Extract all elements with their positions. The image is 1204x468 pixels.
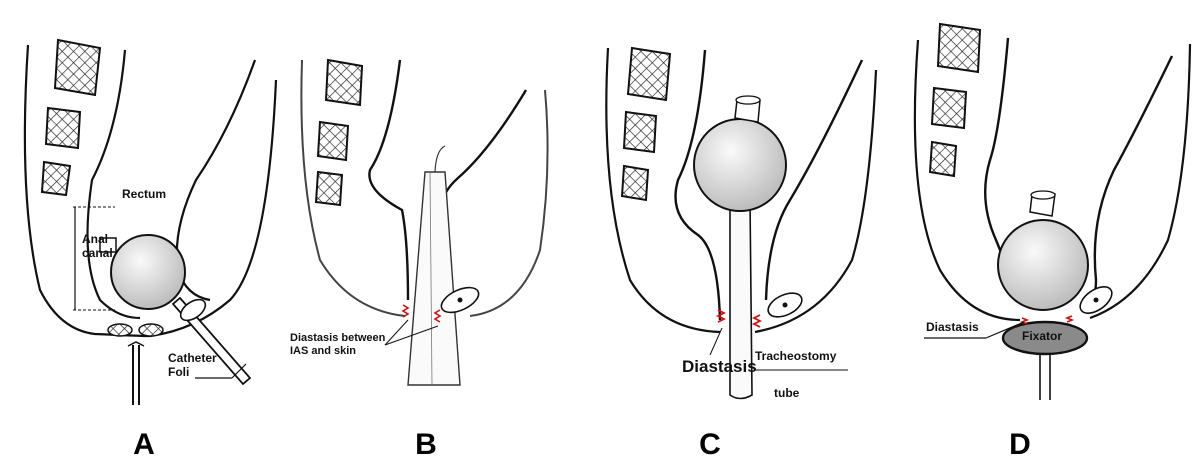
vertebra-3: [930, 142, 956, 176]
label-diastasis: Diastasis: [926, 321, 979, 335]
vertebra-1: [326, 60, 362, 105]
panel-c: Diastasis Tracheostomy tube C: [590, 0, 890, 420]
body-outer-contour-right: [755, 70, 876, 332]
panel-letter-a: A: [124, 428, 164, 462]
label-fixator: Fixator: [1022, 330, 1062, 344]
label-rectum: Rectum: [122, 188, 166, 202]
diastasis-mark-right: [1067, 316, 1072, 322]
vertebra-3: [316, 172, 342, 205]
panel-letter-c: C: [690, 428, 730, 462]
diastasis-mark-right: [754, 315, 760, 327]
label-catheter: Catheter Foli: [168, 352, 217, 380]
panel-letter-d: D: [1000, 428, 1040, 462]
vertebra-1: [55, 40, 100, 95]
catheter-balloon: [111, 235, 185, 309]
label-diastasis: Diastasis: [682, 357, 757, 377]
panel-letter-b: B: [406, 428, 446, 462]
speculum: [408, 172, 460, 385]
vertebra-1: [628, 48, 670, 100]
vertebra-2: [932, 88, 966, 128]
vertebra-2: [318, 122, 348, 160]
vertebra-2: [624, 112, 656, 152]
body-outer-contour-right: [1090, 44, 1190, 318]
vertebra-1: [938, 24, 980, 72]
panel-a-drawing: [0, 0, 295, 420]
panel-b: Diastasis between IAS and skin B: [290, 0, 580, 420]
rectum-wall-right: [1088, 56, 1172, 310]
sphincter-left: [108, 324, 132, 336]
label-anal-canal: Anal canal: [82, 233, 113, 261]
balloon: [998, 220, 1088, 310]
label-tracheostomy: Tracheostomy: [755, 350, 836, 364]
vertebra-3: [622, 166, 648, 200]
panel-d-drawing: [900, 0, 1204, 420]
rectum-wall-right: [177, 60, 255, 300]
body-outer-contour-right: [470, 90, 548, 316]
panel-d: Diastasis Fixator D: [900, 0, 1204, 420]
vertebra-3: [42, 162, 70, 195]
tracheostomy-balloon: [694, 119, 786, 211]
sphincter-right: [139, 324, 163, 336]
rectum-wall-left: [369, 60, 408, 300]
panel-a: Rectum Anal canal Catheter Foli A: [0, 0, 295, 420]
label-tube: tube: [774, 387, 799, 401]
label-diastasis-ias-skin: Diastasis between IAS and skin: [290, 332, 385, 357]
vertebra-2: [46, 108, 80, 148]
